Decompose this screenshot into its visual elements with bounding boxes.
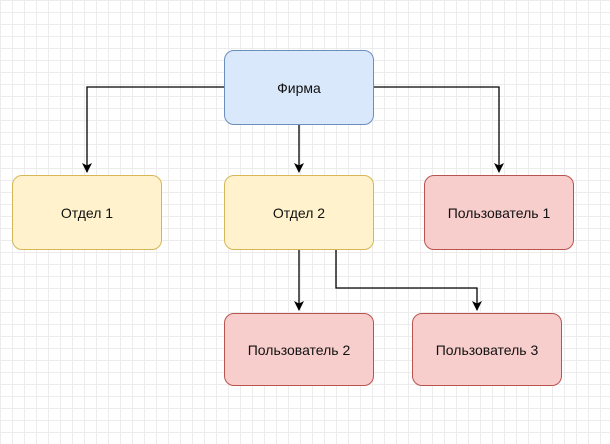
node-firm-label: Фирма — [277, 79, 321, 96]
node-dept1-label: Отдел 1 — [60, 204, 114, 221]
node-dept2[interactable]: Отдел 2 — [224, 175, 374, 250]
node-user1-label: Пользователь 1 — [447, 204, 551, 221]
node-user3-label: Пользователь 3 — [435, 341, 539, 358]
edge-firm-dept1[interactable] — [82, 86, 224, 173]
node-user2[interactable]: Пользователь 2 — [224, 313, 374, 386]
node-dept2-label: Отдел 2 — [272, 204, 326, 221]
node-firm[interactable]: Фирма — [224, 50, 374, 125]
node-user2-label: Пользователь 2 — [247, 341, 351, 358]
edge-dept2-user3[interactable] — [335, 250, 482, 311]
node-user3[interactable]: Пользователь 3 — [412, 313, 562, 386]
edge-firm-user1[interactable] — [374, 86, 504, 173]
node-dept1[interactable]: Отдел 1 — [12, 175, 162, 250]
node-user1[interactable]: Пользователь 1 — [424, 175, 574, 250]
